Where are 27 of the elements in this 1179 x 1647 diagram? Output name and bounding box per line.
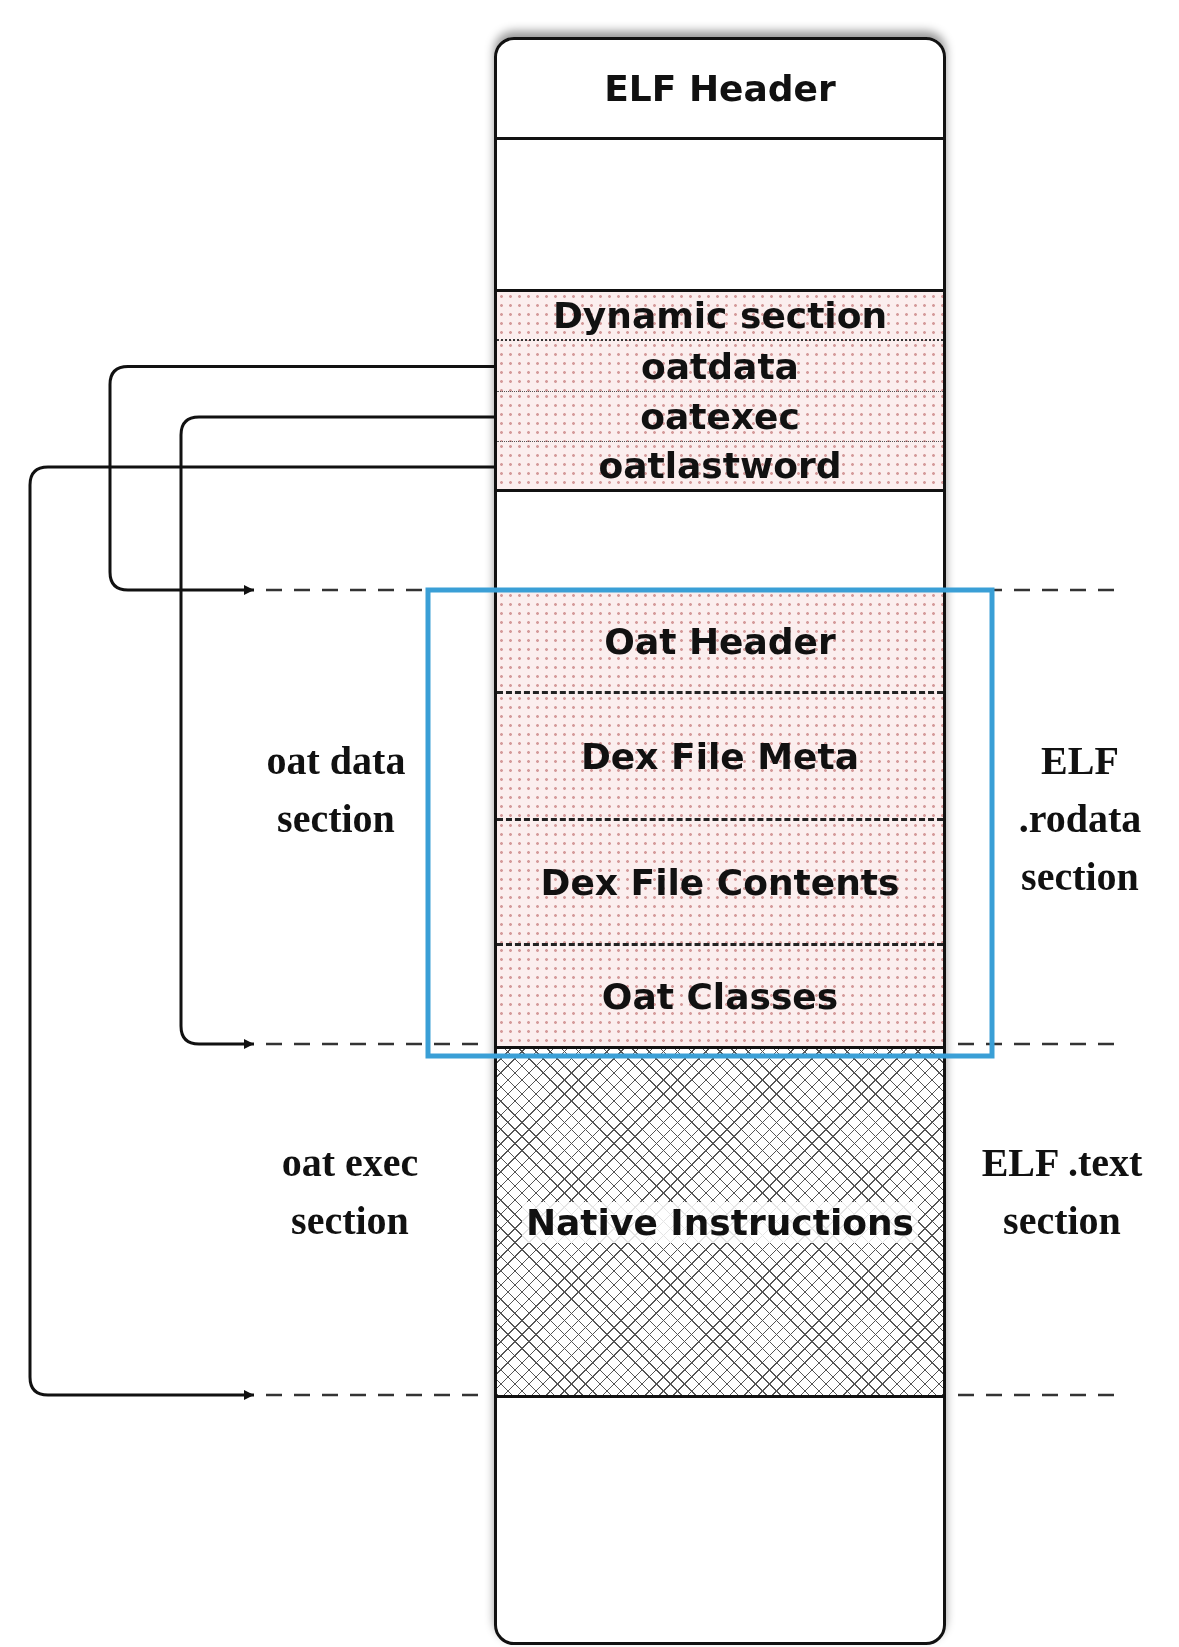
section-row: [497, 1049, 943, 1398]
section-label: Native Instructions: [521, 1201, 919, 1243]
section-row: [497, 442, 943, 492]
section-row: [497, 694, 943, 821]
section-label: oatexec: [640, 396, 800, 437]
section-row: [497, 946, 943, 1049]
arrow: [179, 415, 494, 1049]
arrow: [108, 365, 494, 595]
section-row: [497, 821, 943, 946]
region-label: oat exec section: [280, 1139, 420, 1245]
memory-column: [494, 37, 946, 1645]
section-label: Dex File Meta: [581, 735, 859, 777]
arrow: [28, 465, 494, 1400]
section-label: Oat Classes: [601, 975, 839, 1017]
section-row: [497, 392, 943, 442]
section-label: oatlastword: [598, 445, 842, 486]
region-label: oat data section: [265, 737, 407, 843]
section-label: oatdata: [641, 345, 799, 387]
section-row: [497, 341, 943, 392]
region-label: ELF .rodata section: [1017, 737, 1143, 901]
section-label: Oat Header: [604, 620, 836, 662]
section-row: [497, 289, 943, 341]
section-label: Dynamic section: [552, 295, 888, 336]
section-label: Dex File Contents: [540, 861, 900, 903]
section-label: ELF Header: [604, 68, 836, 109]
region-label: ELF .text section: [980, 1139, 1144, 1245]
section-row: [497, 591, 943, 694]
